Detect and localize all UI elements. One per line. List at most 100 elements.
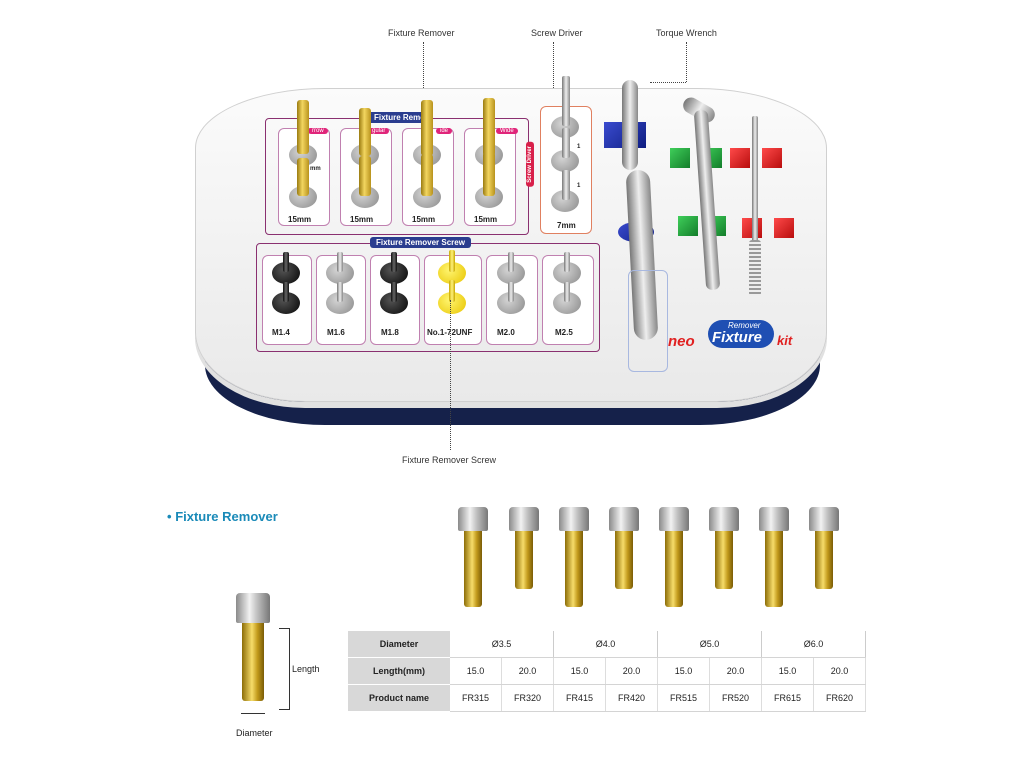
row-label-diameter: Diameter [348,631,450,658]
row-label-product: Product name [348,684,450,712]
driver-seat [551,190,579,212]
screw-part[interactable] [508,282,514,302]
remover-length-label: 15mm [412,215,436,224]
remover-product [559,507,589,607]
section-title: • Fixture Remover [167,509,278,524]
diameter-label: Diameter [236,728,273,738]
fixture-remover-screw-panel-title: Fixture Remover Screw [370,237,471,248]
remover-pin[interactable] [359,108,371,156]
screw-seat [272,262,300,284]
remover-seat [475,186,503,208]
length-cell: 20.0 [501,657,554,685]
screw-driver-panel-title: Screw Driver [526,142,534,187]
row-label-length: Length(mm) [348,657,450,685]
remover-seat [289,144,317,166]
red-holder-block [774,218,794,238]
dimension-remover [236,593,270,701]
remover-pin[interactable] [483,152,495,196]
leader-screw-driver [553,42,554,88]
screw-driver-length-label: 7mm [557,221,576,230]
screw-label-m1-4: M1.4 [272,328,290,337]
screw-part[interactable] [337,282,343,302]
screw-label-m1-8: M1.8 [381,328,399,337]
remover-pin[interactable] [297,100,309,154]
red-holder-block [730,148,750,168]
wrench-spring[interactable] [749,240,761,296]
screw-driver-bit[interactable] [562,76,570,126]
diameter-cell: Ø3.5 [450,631,554,658]
screw-part[interactable] [391,282,397,302]
remover-seat [351,186,379,208]
screw-seat [380,292,408,314]
remover-pin[interactable] [483,98,495,156]
length-label: Length [292,664,320,674]
screw-seat [497,262,525,284]
remover-tag-3: ide [436,128,453,134]
remover-pin[interactable] [359,156,371,196]
remover-pin[interactable] [421,100,433,156]
leader-torque-wrench-h [650,82,686,83]
product-cell: FR315 [450,684,502,712]
screw-seat [438,292,466,314]
remover-seat [289,186,317,208]
wrench-spring-rod[interactable] [752,116,758,296]
driver-seat [551,150,579,172]
diameter-dimension-line [241,713,265,714]
screw-seat [272,292,300,314]
callout-torque-wrench: Torque Wrench [656,28,717,38]
screw-part[interactable] [283,252,289,272]
length-cell: 20.0 [709,657,762,685]
driver-partial-label: 1 [577,183,581,189]
length-cell: 15.0 [761,657,814,685]
screw-part[interactable] [391,252,397,272]
red-holder-block [762,148,782,168]
fixture-remover-panel-title: Fixture Remo [368,112,432,123]
table-row: Product name FR315 FR320 FR415 FR420 FR5… [348,684,866,712]
remover-partial-label: mm [310,166,321,172]
screw-driver-bit[interactable] [562,128,570,158]
logo-fixture: Fixture [712,329,763,346]
length-dimension-line [279,628,290,710]
green-holder-block [670,148,690,168]
spec-table: Diameter Ø3.5 Ø4.0 Ø5.0 Ø6.0 Length(mm) … [348,631,866,712]
remover-product [709,507,739,589]
callout-fixture-remover: Fixture Remover [388,28,455,38]
length-cell: 20.0 [813,657,866,685]
screw-part[interactable] [564,282,570,302]
logo-kit: kit [777,333,793,348]
torque-wrench-head[interactable] [622,80,638,170]
screw-part[interactable] [283,282,289,302]
green-holder-block [678,216,698,236]
wrench-slot-outline [628,270,668,372]
length-cell: 15.0 [657,657,710,685]
product-cell: FR420 [605,684,658,712]
remover-length-label: 15mm [350,215,374,224]
screw-part[interactable] [449,250,455,272]
screw-label-m1-6: M1.6 [327,328,345,337]
screw-label-no1-72unf: No.1-72UNF [427,328,473,337]
screw-part[interactable] [449,280,455,302]
remover-pin[interactable] [297,158,309,196]
product-cell: FR515 [657,684,710,712]
remover-tag-4: Wide [496,128,518,134]
remover-product [759,507,789,607]
leader-fixture-remover-screw [450,300,451,450]
screw-part[interactable] [564,252,570,272]
remover-product [609,507,639,589]
remover-product [458,507,488,607]
product-cell: FR520 [709,684,762,712]
screw-part[interactable] [508,252,514,272]
length-cell: 20.0 [605,657,658,685]
remover-product [659,507,689,607]
screw-driver-bit[interactable] [562,170,570,200]
product-cell: FR320 [501,684,554,712]
remover-tag-2: gular [368,128,390,134]
logo-neo: neo [668,333,695,350]
table-row: Diameter Ø3.5 Ø4.0 Ø5.0 Ø6.0 [348,631,866,658]
screw-part[interactable] [337,252,343,272]
screw-label-m2-5: M2.5 [555,328,573,337]
callout-fixture-remover-screw: Fixture Remover Screw [402,455,497,465]
product-cell: FR620 [813,684,866,712]
remover-pin[interactable] [421,154,433,196]
screw-seat [438,262,466,284]
